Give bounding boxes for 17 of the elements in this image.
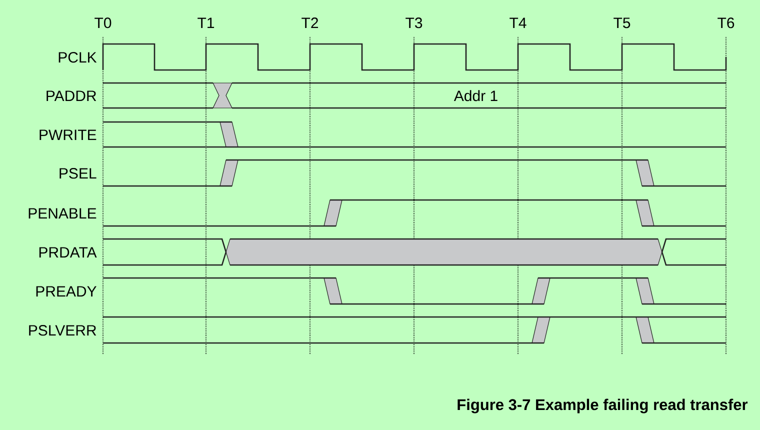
time-label: T6 — [718, 18, 734, 28]
signal-label: PADDR — [46, 90, 96, 101]
time-label: T5 — [614, 18, 630, 28]
signal-label: PSEL — [60, 168, 96, 179]
time-label: T2 — [302, 18, 318, 28]
signal-label: PREADY — [36, 286, 96, 296]
time-label: T4 — [510, 18, 526, 28]
time-label: T3 — [406, 18, 422, 28]
figure-caption: Figure 3-7 Example failing read transfer — [458, 398, 748, 414]
time-label: T1 — [198, 18, 214, 28]
signal-label: PWRITE — [40, 130, 96, 140]
time-label: T0 — [94, 18, 112, 28]
signal-label: PCLK — [58, 52, 97, 63]
signal-label: PRDATA — [39, 247, 97, 258]
signal-label: PSLVERR — [29, 325, 96, 336]
signal-label: PENABLE — [28, 208, 96, 218]
bus-value-label: Addr 1 — [454, 90, 498, 102]
